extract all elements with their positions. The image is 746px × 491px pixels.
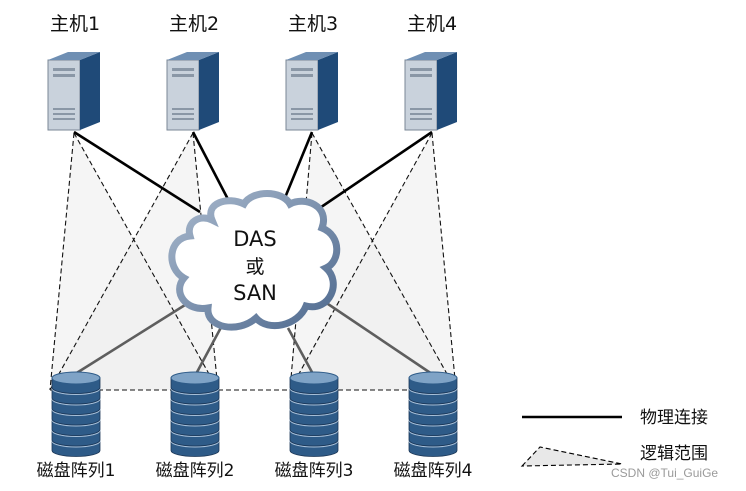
array-label-3: 磁盘阵列3 [275, 461, 354, 481]
array-label-4: 磁盘阵列4 [394, 461, 473, 481]
legend: 物理连接 逻辑范围 [520, 408, 708, 467]
cloud-label-das: DAS [233, 227, 277, 251]
logical-ranges [50, 133, 456, 390]
disk-array-4 [408, 371, 458, 457]
disk-array-3 [289, 371, 339, 457]
host-label-2: 主机2 [169, 13, 219, 35]
physical-array-links [74, 298, 433, 376]
cloud-shape [168, 190, 341, 331]
legend-logical-label: 逻辑范围 [640, 444, 708, 464]
host-1 [47, 52, 100, 131]
host-label-1: 主机1 [50, 13, 100, 35]
array-label-2: 磁盘阵列2 [156, 461, 235, 481]
legend-logical-shape [520, 446, 623, 467]
das-san-cloud: DAS 或 SAN [168, 190, 341, 331]
physical-host-links [73, 130, 433, 220]
cloud-label-or: 或 [245, 256, 264, 278]
host-label-3: 主机3 [288, 13, 338, 35]
watermark: CSDN @Tui_GuiGe [611, 466, 719, 480]
disk-array-2 [170, 371, 220, 457]
cloud-label-san: SAN [233, 281, 277, 305]
host-3 [285, 52, 338, 131]
host-4 [404, 52, 457, 131]
host-label-4: 主机4 [407, 13, 457, 35]
logical-range-host4 [290, 133, 456, 390]
disk-array-1 [51, 371, 101, 457]
array-label-1: 磁盘阵列1 [37, 461, 116, 481]
legend-physical-label: 物理连接 [640, 408, 708, 428]
host-2 [166, 52, 219, 131]
